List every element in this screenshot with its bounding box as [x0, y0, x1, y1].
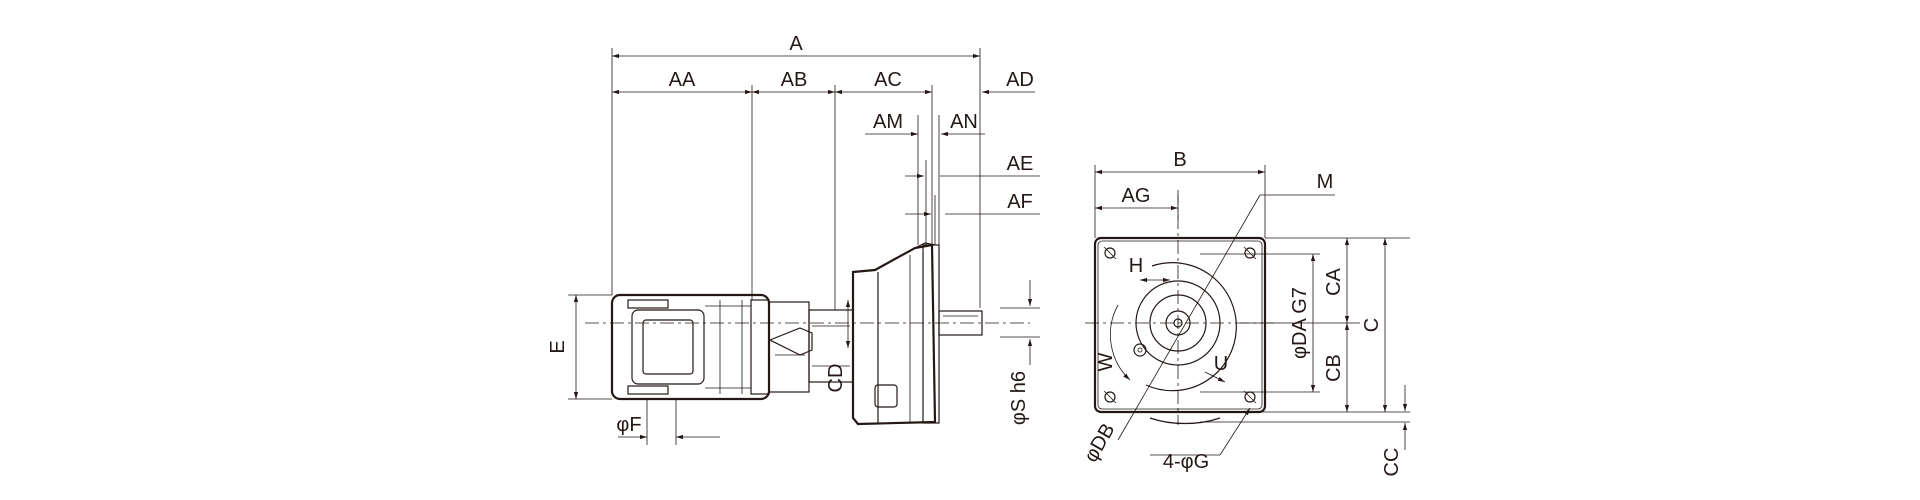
- dim-label-AF: AF: [1007, 191, 1033, 213]
- front-view: B AG M H CA φDA G7 C CB W U φDB 4-φG CC: [1080, 149, 1410, 476]
- side-view: A AA AB AC AD AM AN AE AF E φF CD φS h6: [547, 33, 1040, 445]
- dia-leader-M: [1117, 194, 1261, 441]
- dim-label-S: φS h6: [1008, 371, 1030, 425]
- dim-label-AB: AB: [781, 69, 808, 91]
- dim-label-U: U: [1214, 353, 1228, 375]
- mounting-holes: [1103, 246, 1257, 404]
- dim-label-M: M: [1317, 171, 1334, 193]
- dim-label-CD: CD: [825, 364, 847, 393]
- dim-label-AC: AC: [874, 69, 902, 91]
- motor-body: [610, 293, 771, 401]
- dim-label-AM: AM: [873, 111, 903, 133]
- dim-label-AG: AG: [1122, 185, 1151, 207]
- dim-label-E: E: [547, 340, 569, 353]
- dim-label-CB: CB: [1323, 354, 1345, 382]
- dim-label-CC: CC: [1381, 448, 1403, 477]
- dim-label-AA: AA: [669, 69, 696, 91]
- dim-label-H: H: [1129, 255, 1143, 277]
- dim-label-C: C: [1361, 318, 1383, 332]
- dim-label-AE: AE: [1007, 153, 1034, 175]
- dim-label-A: A: [789, 33, 803, 55]
- dim-label-F: φF: [616, 414, 641, 436]
- dim-label-B: B: [1173, 149, 1186, 171]
- gearbox-housing: [851, 242, 940, 426]
- dim-label-CA: CA: [1323, 267, 1345, 295]
- extension-lines: [568, 48, 1040, 400]
- dim-label-AD: AD: [1006, 69, 1034, 91]
- dim-label-AN: AN: [950, 111, 978, 133]
- motor-adapter: [768, 301, 854, 393]
- dim-label-DB: φDB: [1080, 420, 1119, 466]
- dim-label-DA: φDA G7: [1289, 287, 1311, 359]
- dim-label-W: W: [1095, 352, 1117, 371]
- bore-circles: [1133, 262, 1237, 425]
- side-dimension-lines: [573, 53, 1040, 445]
- flange-square: [1093, 236, 1267, 414]
- front-dimension-lines: [1095, 169, 1408, 456]
- dim-label-G: 4-φG: [1163, 451, 1209, 473]
